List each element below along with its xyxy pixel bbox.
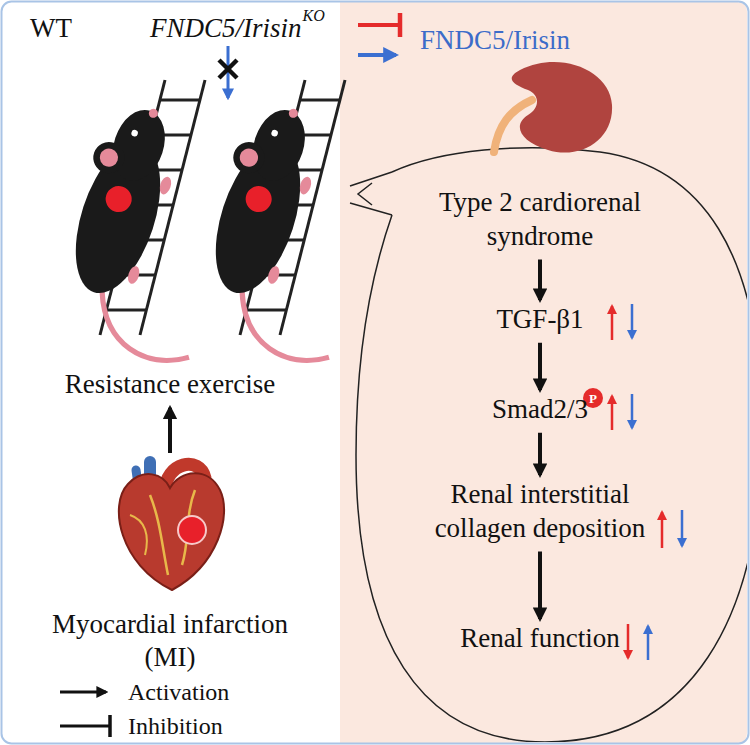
mouse-illustration (227, 292, 340, 370)
mouse-illustration (271, 129, 279, 137)
ladder-illustration (160, 99, 200, 102)
inhibition-symbol (358, 23, 400, 27)
flow-arrow (538, 260, 542, 301)
mouse-illustration (148, 108, 159, 119)
ladder-illustration (246, 309, 286, 312)
kidney-outline (356, 148, 747, 742)
downregulation-arrow (681, 510, 684, 546)
upregulation-arrow (611, 396, 614, 430)
kidney-icon (512, 62, 612, 153)
legend-text: Inhibition (128, 711, 223, 741)
flow-arrow (168, 408, 172, 453)
step-text: Smad2/3 (440, 393, 640, 427)
flow-step: Smad2/3 (440, 393, 640, 427)
legend-sample (60, 691, 106, 694)
kidney-outline (350, 148, 747, 742)
mouse-illustration (89, 138, 128, 177)
step-text: Type 2 cardiorenal syndrome (427, 186, 653, 254)
upregulation-arrow (647, 626, 650, 660)
activation-symbol (358, 53, 396, 57)
legend-text: Activation (128, 677, 229, 707)
mouse-illustration (126, 265, 142, 286)
heart-illustration (119, 462, 224, 590)
kidney-icon (494, 62, 612, 153)
downregulation-arrow (631, 394, 634, 428)
mouse-illustration (87, 292, 200, 370)
mouse-illustration (242, 183, 275, 216)
phospho-mark: P (583, 389, 603, 409)
heart-illustration (119, 473, 224, 590)
upregulation-arrow (611, 306, 614, 340)
flow-step: Resistance exercise (45, 368, 295, 402)
flow-arrow (538, 433, 542, 475)
downregulation-arrow (627, 624, 630, 658)
activation-symbol (358, 55, 396, 56)
superscript: KO (303, 6, 325, 25)
mouse-illustration (288, 108, 299, 119)
flow-step: Myocardial infarction (MI) (45, 455, 295, 675)
step-text: TGF-β1 (440, 303, 640, 337)
knockout-arrow (219, 60, 237, 78)
flow-step: Renal function (440, 622, 640, 656)
flow-arrow (538, 343, 542, 390)
flow-step: TGF-β1 (440, 303, 640, 337)
group-label: WT (30, 12, 72, 44)
mouse-illustration (158, 175, 174, 196)
mouse-illustration (131, 129, 139, 137)
mouse-illustration (298, 175, 314, 196)
mouse-illustration (102, 183, 135, 216)
downregulation-arrow (631, 304, 634, 338)
kidney-outline (358, 183, 372, 205)
background-panels (340, 2, 747, 743)
flow-step: Type 2 cardiorenal syndrome (427, 186, 653, 254)
mouse-illustration (229, 138, 268, 177)
downregulation-arrow (628, 304, 682, 658)
group-label: FNDC5/Irisin (150, 12, 302, 44)
knockout-arrow (219, 46, 237, 98)
mouse-illustration (97, 146, 120, 169)
legend-sample (108, 715, 112, 737)
ladder-illustration (106, 309, 146, 312)
knockout-arrow (219, 60, 237, 78)
heart-illustration (178, 516, 206, 544)
upregulation-arrow (661, 512, 664, 548)
mouse-illustration (266, 265, 282, 286)
heart-illustration (150, 495, 168, 575)
mouse-illustration (237, 146, 260, 169)
step-text: Renal function (440, 622, 640, 656)
heart-illustration (130, 515, 147, 555)
step-text: Resistance exercise (45, 368, 295, 402)
inhibition-symbol (398, 13, 403, 37)
legend-sample (60, 725, 110, 728)
mouse-illustration (179, 95, 399, 369)
step-text: Myocardial infarction (MI) (45, 608, 295, 676)
legend-sample (60, 692, 110, 737)
flow-step: Renal interstitial collagen deposition (415, 478, 665, 546)
ladder-illustration (300, 99, 340, 102)
step-text: Renal interstitial collagen deposition (415, 478, 665, 546)
factor-label: FNDC5/Irisin (420, 24, 570, 56)
flow-arrow (538, 552, 542, 620)
inhibition-symbol (358, 13, 400, 37)
